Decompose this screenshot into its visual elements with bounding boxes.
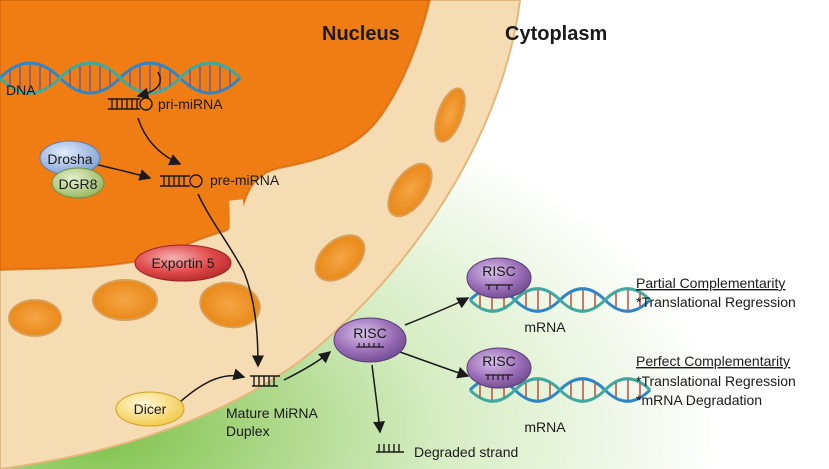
pri-mirna-hairpin [108, 97, 153, 111]
pri-mirna-label: pri-miRNA [158, 96, 223, 112]
mrna-helix-bottom [468, 377, 652, 403]
mature-mirna-label: Mature MiRNA [226, 405, 318, 421]
dicer-protein: Dicer [115, 391, 185, 427]
pre-mirna-hairpin [160, 174, 203, 188]
dicer-label: Dicer [134, 401, 167, 417]
risc-complex-top: RISC [466, 257, 532, 299]
mrna-top-label: mRNA [524, 319, 566, 335]
partial-outcome-item: *Translational Regression [636, 294, 796, 310]
risc-complex-center: RISC [333, 317, 407, 363]
dgr8-protein: DGR8 [51, 167, 105, 199]
cytoplasm-label: Cytoplasm [505, 23, 607, 45]
exportin-5-protein: Exportin 5 [134, 244, 232, 282]
dgr8-label: DGR8 [59, 176, 98, 192]
partial-complementarity-title: Partial Complementarity [636, 275, 785, 291]
exportin-label: Exportin 5 [151, 255, 214, 271]
mrna-bottom-label: mRNA [524, 419, 566, 435]
mature-mirna-duplex [250, 375, 280, 387]
risc-complex-bottom: RISC [466, 347, 532, 389]
risc-bottom-label: RISC [482, 353, 515, 369]
degraded-strand-icon [376, 444, 404, 453]
dna-label: DNA [6, 82, 36, 98]
perfect-complementarity-title: Perfect Complementarity [636, 353, 790, 369]
pathway-arrows [94, 71, 470, 434]
risc-center-label: RISC [353, 325, 386, 341]
degraded-strand-label: Degraded strand [414, 444, 518, 460]
drosha-protein: Drosha [39, 140, 101, 176]
pre-mirna-label: pre-miRNA [210, 172, 280, 188]
perfect-outcome-item-2: *mRNA Degradation [636, 392, 762, 408]
perfect-outcome-item-1: *Translational Regression [636, 373, 796, 389]
risc-top-label: RISC [482, 263, 515, 279]
nucleus-label: Nucleus [322, 23, 400, 45]
drosha-label: Drosha [47, 151, 92, 167]
mature-duplex-label: Duplex [226, 423, 270, 439]
